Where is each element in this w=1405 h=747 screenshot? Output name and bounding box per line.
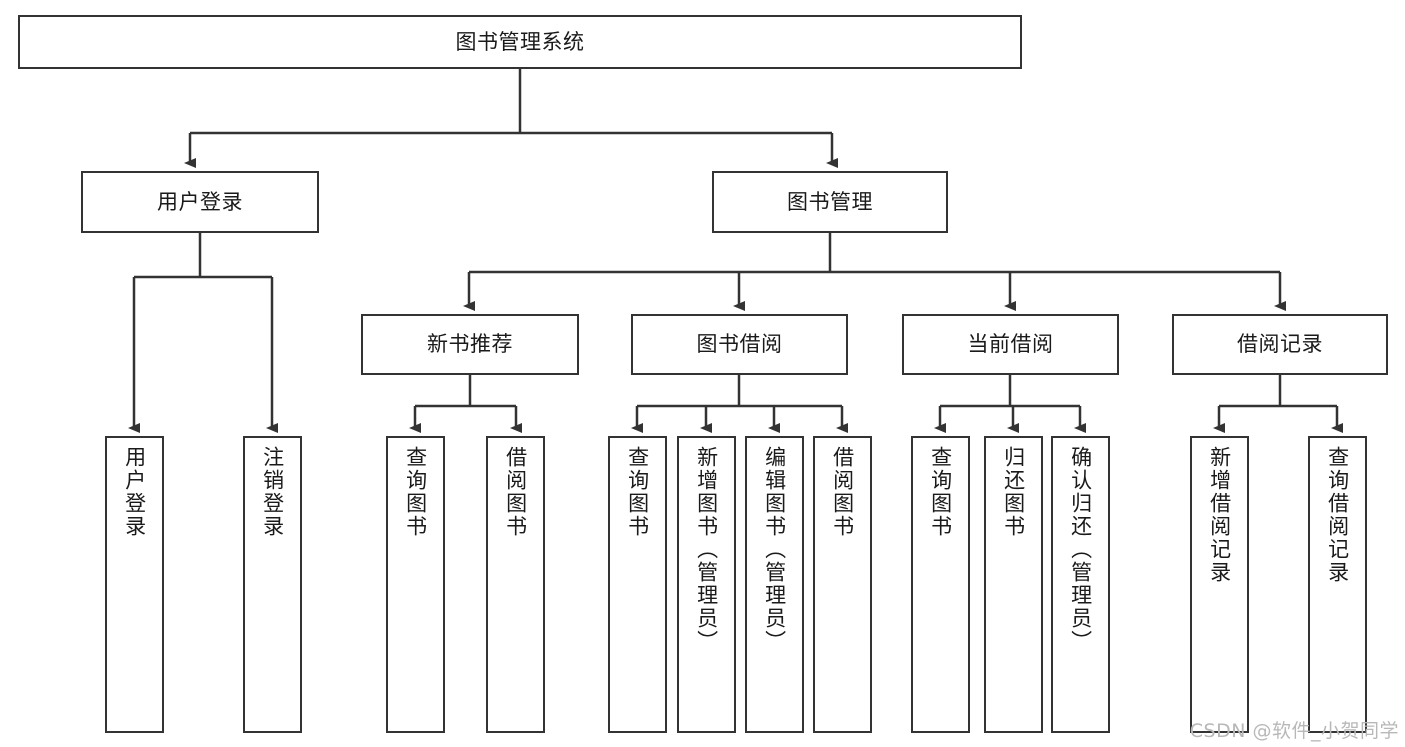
- node-book-manage[interactable]: 图书管理: [712, 171, 948, 233]
- node-leaf-add-book[interactable]: 新增图书（管理员）: [677, 436, 736, 733]
- node-leaf-borrow-book-2[interactable]: 借阅图书: [813, 436, 872, 733]
- node-leaf-return-book[interactable]: 归还图书: [984, 436, 1043, 733]
- node-new-book-rec[interactable]: 新书推荐: [361, 314, 579, 375]
- node-leaf-logout[interactable]: 注销登录: [243, 436, 302, 733]
- node-leaf-borrow-book-1[interactable]: 借阅图书: [486, 436, 545, 733]
- node-leaf-add-book-label: 新增图书（管理员）: [694, 446, 719, 653]
- node-leaf-query-book-1[interactable]: 查询图书: [386, 436, 445, 733]
- node-leaf-borrow-book-1-label: 借阅图书: [503, 446, 528, 538]
- node-current-borrow-label: 当前借阅: [967, 332, 1054, 357]
- node-leaf-return-book-label: 归还图书: [1001, 446, 1026, 538]
- node-leaf-query-book-2[interactable]: 查询图书: [608, 436, 667, 733]
- node-leaf-query-book-3[interactable]: 查询图书: [911, 436, 970, 733]
- node-leaf-edit-book-label: 编辑图书（管理员）: [762, 446, 787, 653]
- node-borrow-record[interactable]: 借阅记录: [1172, 314, 1388, 375]
- node-leaf-user-login-label: 用户登录: [122, 446, 147, 538]
- node-leaf-confirm-return[interactable]: 确认归还（管理员）: [1051, 436, 1110, 733]
- node-leaf-logout-label: 注销登录: [260, 446, 285, 538]
- node-leaf-borrow-book-2-label: 借阅图书: [830, 446, 855, 538]
- node-current-borrow[interactable]: 当前借阅: [902, 314, 1119, 375]
- node-book-borrow[interactable]: 图书借阅: [631, 314, 848, 375]
- node-user-login-label: 用户登录: [157, 189, 243, 214]
- node-leaf-query-book-3-label: 查询图书: [928, 446, 953, 538]
- node-leaf-query-record-label: 查询借阅记录: [1325, 446, 1350, 584]
- node-root-label: 图书管理系统: [455, 29, 585, 54]
- node-leaf-edit-book[interactable]: 编辑图书（管理员）: [745, 436, 804, 733]
- node-user-login[interactable]: 用户登录: [81, 171, 319, 233]
- node-leaf-query-record[interactable]: 查询借阅记录: [1308, 436, 1367, 733]
- watermark: CSDN @软件_小贺同学: [1189, 720, 1399, 742]
- node-borrow-record-label: 借阅记录: [1237, 332, 1323, 357]
- node-leaf-query-book-2-label: 查询图书: [625, 446, 650, 538]
- node-leaf-query-book-1-label: 查询图书: [403, 446, 428, 538]
- node-leaf-confirm-return-label: 确认归还（管理员）: [1068, 446, 1093, 653]
- node-book-manage-label: 图书管理: [787, 189, 873, 214]
- node-leaf-user-login[interactable]: 用户登录: [105, 436, 164, 733]
- node-book-borrow-label: 图书借阅: [696, 332, 783, 357]
- node-new-book-rec-label: 新书推荐: [427, 332, 513, 357]
- node-leaf-add-record-label: 新增借阅记录: [1207, 446, 1232, 584]
- node-leaf-add-record[interactable]: 新增借阅记录: [1190, 436, 1249, 733]
- node-root[interactable]: 图书管理系统: [18, 15, 1022, 69]
